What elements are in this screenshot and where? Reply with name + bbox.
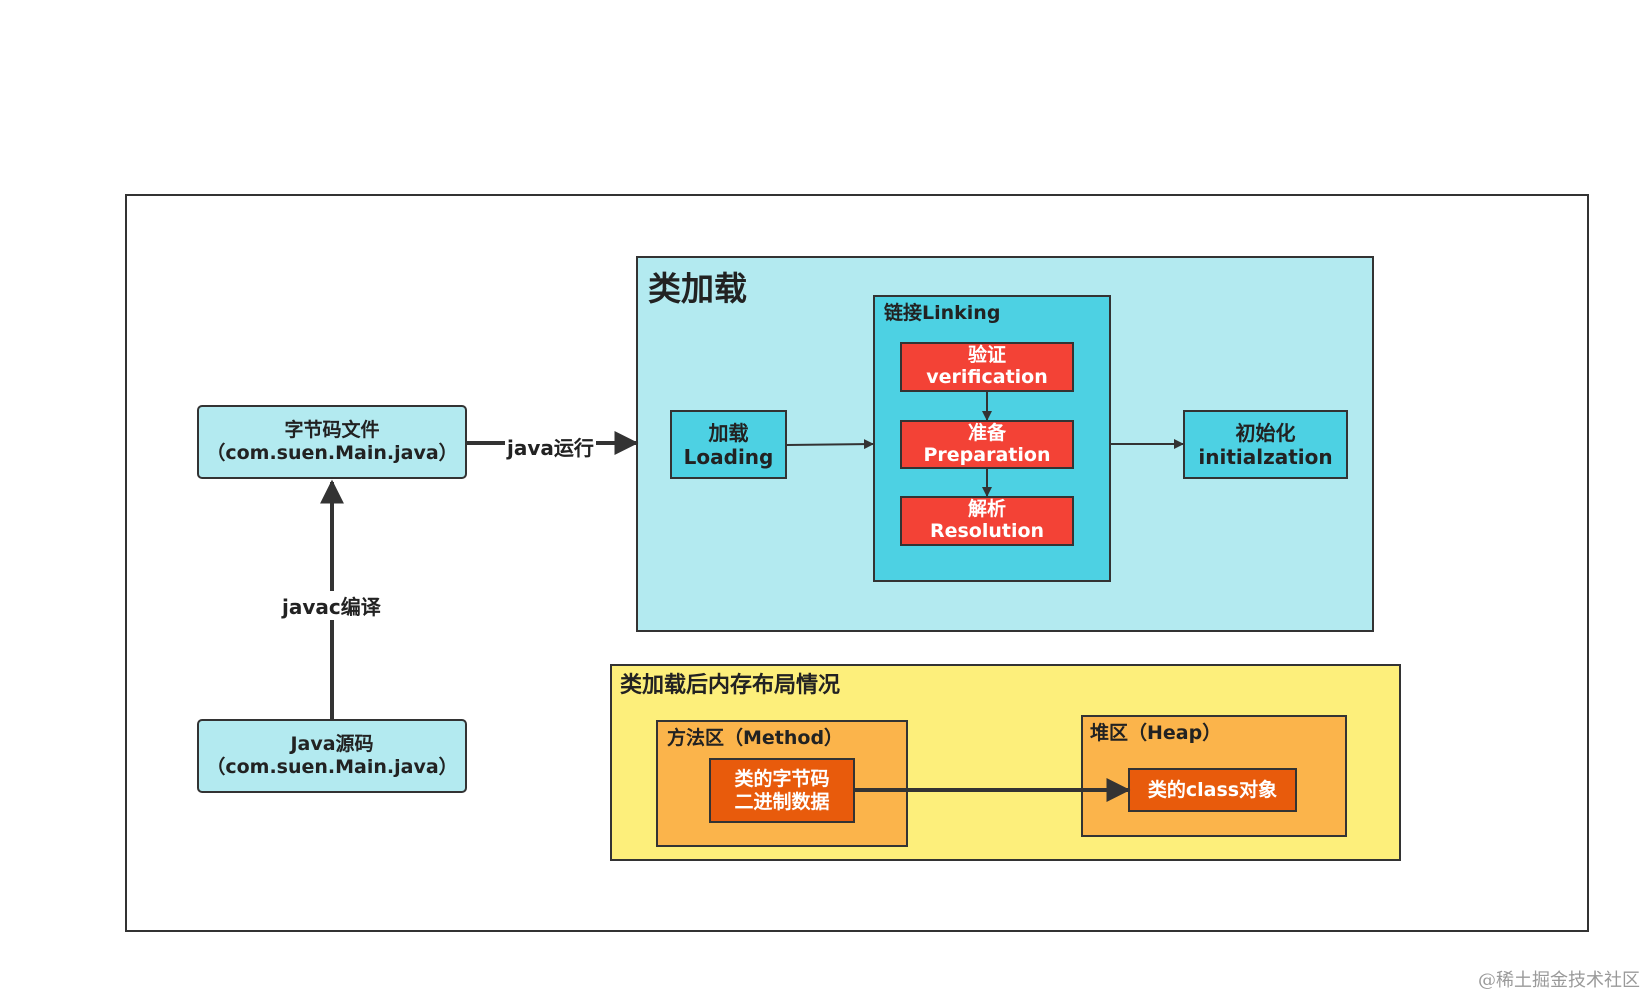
class-object-node: 类的class对象 (1128, 768, 1297, 812)
verification-node: 验证 verification (900, 342, 1074, 392)
verification-zh: 验证 (967, 344, 1006, 367)
java-source-name: Java源码 (290, 733, 374, 756)
loading-node: 加载 Loading (670, 410, 787, 479)
loading-zh: 加载 (708, 420, 749, 445)
heap-title: 堆区（Heap） (1090, 722, 1222, 744)
linking-title: 链接Linking (884, 302, 1001, 324)
compile-label: javac编译 (280, 591, 383, 620)
bytecode-file-name: 字节码文件 (284, 419, 380, 442)
bytecode-file-path: （com.suen.Main.java） (206, 442, 458, 464)
class-loading-title: 类加载 (648, 269, 747, 308)
resolution-zh: 解析 (967, 498, 1006, 521)
java-source-path: （com.suen.Main.java） (206, 756, 458, 778)
preparation-node: 准备 Preparation (900, 420, 1074, 469)
preparation-zh: 准备 (967, 421, 1006, 444)
initialization-zh: 初始化 (1235, 420, 1296, 445)
class-object-label: 类的class对象 (1147, 778, 1278, 801)
method-area-title: 方法区（Method） (667, 727, 844, 749)
initialization-node: 初始化 initialzation (1183, 410, 1348, 479)
initialization-en: initialzation (1198, 444, 1333, 469)
java-source-node: Java源码 （com.suen.Main.java） (197, 719, 467, 793)
loading-en: Loading (683, 444, 774, 469)
class-bytecode-line1: 类的字节码 (734, 767, 830, 790)
resolution-en: Resolution (929, 520, 1045, 542)
verification-en: verification (926, 366, 1048, 388)
bytecode-file-node: 字节码文件 （com.suen.Main.java） (197, 405, 467, 479)
watermark: @稀土掘金技术社区 (1478, 970, 1640, 991)
class-bytecode-node: 类的字节码 二进制数据 (709, 758, 855, 823)
resolution-node: 解析 Resolution (900, 496, 1074, 546)
class-bytecode-line2: 二进制数据 (734, 790, 830, 813)
memory-layout-title: 类加载后内存布局情况 (620, 673, 841, 698)
preparation-en: Preparation (923, 443, 1051, 466)
run-label: java运行 (505, 432, 596, 461)
